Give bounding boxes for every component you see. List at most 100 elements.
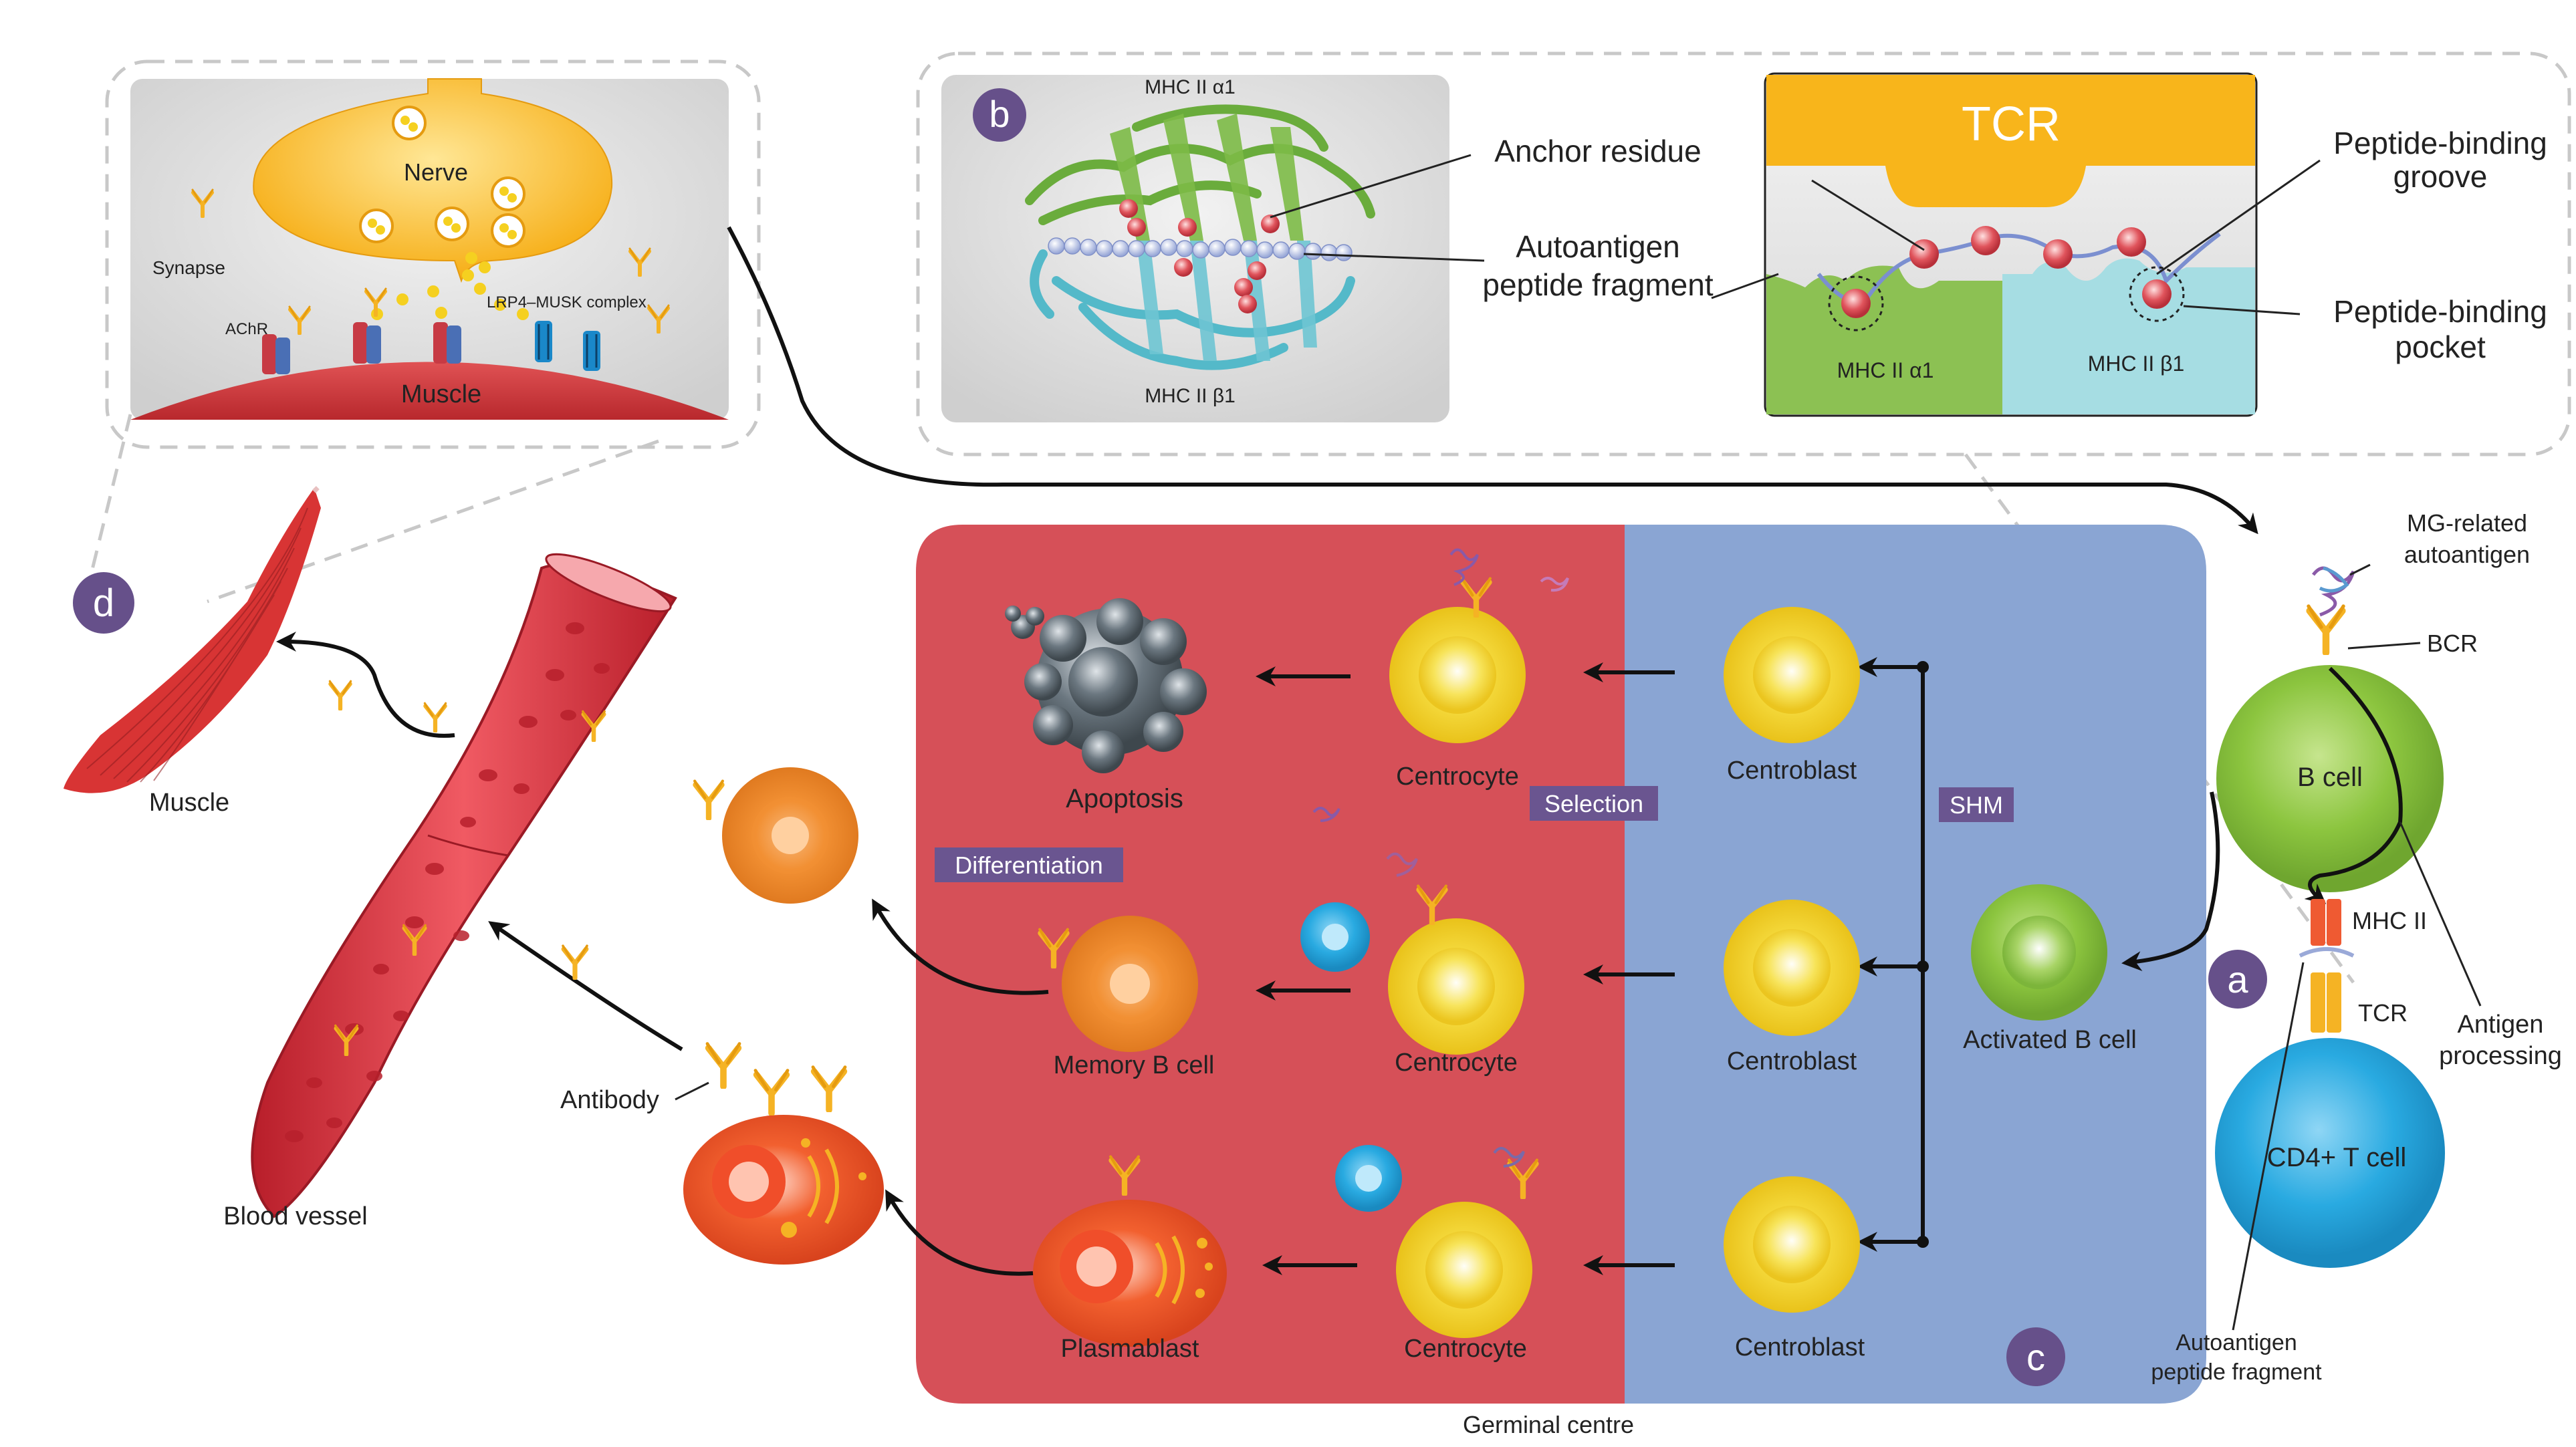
arrow-vessel-to-muscle <box>276 632 455 738</box>
achr-receptor-icon <box>262 322 461 374</box>
centrocyte-2-label: Centrocyte <box>1395 1049 1518 1077</box>
panel-d-badge: d <box>93 581 114 625</box>
blood-vessel-label: Blood vessel <box>223 1202 367 1230</box>
gc-arrows-1 <box>1256 662 1675 1275</box>
peptide-pocket-line2: pocket <box>2395 330 2486 364</box>
autoantigen-bottom-leader <box>2232 962 2305 1331</box>
mhc-structure-image: b MHC II α1 MHC II β1 <box>941 75 1449 422</box>
antigen-processing-line2: processing <box>2439 1042 2562 1070</box>
anchor-residue-label: Anchor residue <box>1494 134 1701 168</box>
germinal-centre-label: Germinal centre <box>1463 1411 1634 1438</box>
panel-b-badge: b <box>989 93 1010 135</box>
mhc-ii-label: MHC II <box>2352 907 2427 934</box>
b-cell-label: B cell <box>2297 763 2363 792</box>
autoantigen-fragment-line2: peptide fragment <box>1482 267 1713 302</box>
mhc-b1-bottom-label: MHC II β1 <box>1145 385 1236 407</box>
shm-label: SHM <box>1950 791 2003 819</box>
antibody-label: Antibody <box>560 1086 659 1114</box>
flow-arrow-synapse-to-bcell <box>727 226 2258 535</box>
cd4-t-cell <box>2215 1038 2445 1268</box>
tcr-receptor-icon <box>2311 972 2341 1033</box>
muscle-d-label: Muscle <box>149 789 229 817</box>
arrow-memory-to-orange <box>872 898 1049 995</box>
blood-vessel <box>251 553 677 1218</box>
nerve-label: Nerve <box>404 158 468 186</box>
antigen-processing-line1: Antigen <box>2458 1011 2544 1039</box>
shm-tag <box>1939 787 2014 822</box>
panel-a-badge-circle <box>2208 950 2267 1009</box>
tcr-label: TCR <box>2358 999 2408 1027</box>
apoptosis-label: Apoptosis <box>1066 784 1183 813</box>
differentiation-tag <box>935 847 1123 882</box>
plasma-cell-outside <box>683 1115 884 1265</box>
arrow-bcell-to-activated <box>2121 791 2220 972</box>
selection-label: Selection <box>1544 790 1643 817</box>
lrp4-musk-receptor-icon <box>535 321 600 371</box>
fragment-leader-2 <box>1711 273 1779 299</box>
autoantigen-bottom-line2: peptide fragment <box>2151 1359 2322 1385</box>
mg-autoantigen-line2: autoantigen <box>2404 541 2530 568</box>
antibody-leader <box>675 1081 709 1101</box>
synapse-label: Synapse <box>152 257 225 278</box>
achr-label: AChR <box>225 320 268 338</box>
memory-cell-outside <box>722 767 858 904</box>
autoantigen-leader <box>1303 253 1485 262</box>
antigen-processing-arrow <box>2304 666 2403 904</box>
shm-tree <box>1857 657 1925 1252</box>
plasmablast-cell <box>1033 1200 1227 1347</box>
arrow-plasma-to-plasma <box>885 1189 1034 1276</box>
muscle-synapse-label: Muscle <box>401 380 481 408</box>
mhc-b1-box-label: MHC II β1 <box>2088 352 2185 376</box>
autoantigen-bottom-line1: Autoantigen <box>2176 1330 2297 1355</box>
small-blue-cell <box>1300 902 1402 1212</box>
tcr-mhc-schematic: TCR MHC II α1 MHC II β1 <box>1764 72 2258 417</box>
groove-leader <box>2156 159 2321 275</box>
mhc-a1-top-label: MHC II α1 <box>1145 76 1236 98</box>
bcr-leader <box>2347 642 2421 650</box>
antibody-y-icon <box>707 1044 845 1113</box>
centroblast-2-label: Centroblast <box>1727 1047 1857 1075</box>
apoptosis-cell <box>1005 598 1207 773</box>
peptide-in-mhc <box>2299 947 2355 958</box>
synapse-inset-frame <box>105 59 761 449</box>
activated-b-cell <box>1971 884 2107 1021</box>
differentiation-label: Differentiation <box>955 851 1102 879</box>
peptide-groove-line1: Peptide-binding <box>2333 126 2547 160</box>
antigen-processing-leader <box>2399 821 2482 1007</box>
centrocyte-3-label: Centrocyte <box>1404 1335 1527 1363</box>
mhc-ii-receptor-icon <box>2311 899 2341 946</box>
panel-a-badge: a <box>2227 958 2248 1001</box>
anchor-residue-leader <box>1270 154 1472 219</box>
lrp4-musk-label: LRP4–MUSK complex <box>487 293 647 311</box>
synapse-panel: Nerve Synapse AChR LRP4–MUSK complex Mus… <box>130 78 729 420</box>
memory-b-cell <box>1062 916 1198 1052</box>
memory-b-cell-label: Memory B cell <box>1054 1051 1215 1079</box>
panel-b-badge-circle <box>973 88 1026 142</box>
bcr-label: BCR <box>2427 630 2478 657</box>
mg-autoantigen-line1: MG-related <box>2407 509 2527 537</box>
autoantigen-fragment-line1: Autoantigen <box>1516 229 1680 264</box>
centroblast-1-label: Centroblast <box>1727 757 1857 785</box>
pocket-leader <box>2183 305 2301 315</box>
mhc-a1-box-label: MHC II α1 <box>1837 358 1934 382</box>
muscle-tissue <box>64 486 321 793</box>
panel-d-badge-circle <box>73 572 134 634</box>
centroblast-3-label: Centroblast <box>1735 1333 1865 1361</box>
peptide-groove-line2: groove <box>2393 159 2488 194</box>
antibody-y-icon <box>695 781 723 819</box>
mg-leader <box>2349 563 2371 576</box>
panel-c-badge: c <box>2026 1336 2045 1378</box>
b-cell <box>2216 665 2444 892</box>
peptide-pocket-line1: Peptide-binding <box>2333 294 2547 329</box>
autoantigen-protein-icon <box>1312 548 1569 1168</box>
activated-b-cell-label: Activated B cell <box>1963 1026 2137 1054</box>
zoom-line-left <box>82 414 132 606</box>
panel-c-badge-circle <box>2006 1327 2065 1386</box>
autoantigen-protein-icon <box>2312 566 2355 617</box>
centrocyte-1-label: Centrocyte <box>1396 763 1519 791</box>
selection-tag <box>1530 786 1658 821</box>
plasmablast-label: Plasmablast <box>1061 1335 1199 1363</box>
tcr-box-label: TCR <box>1962 98 2061 151</box>
